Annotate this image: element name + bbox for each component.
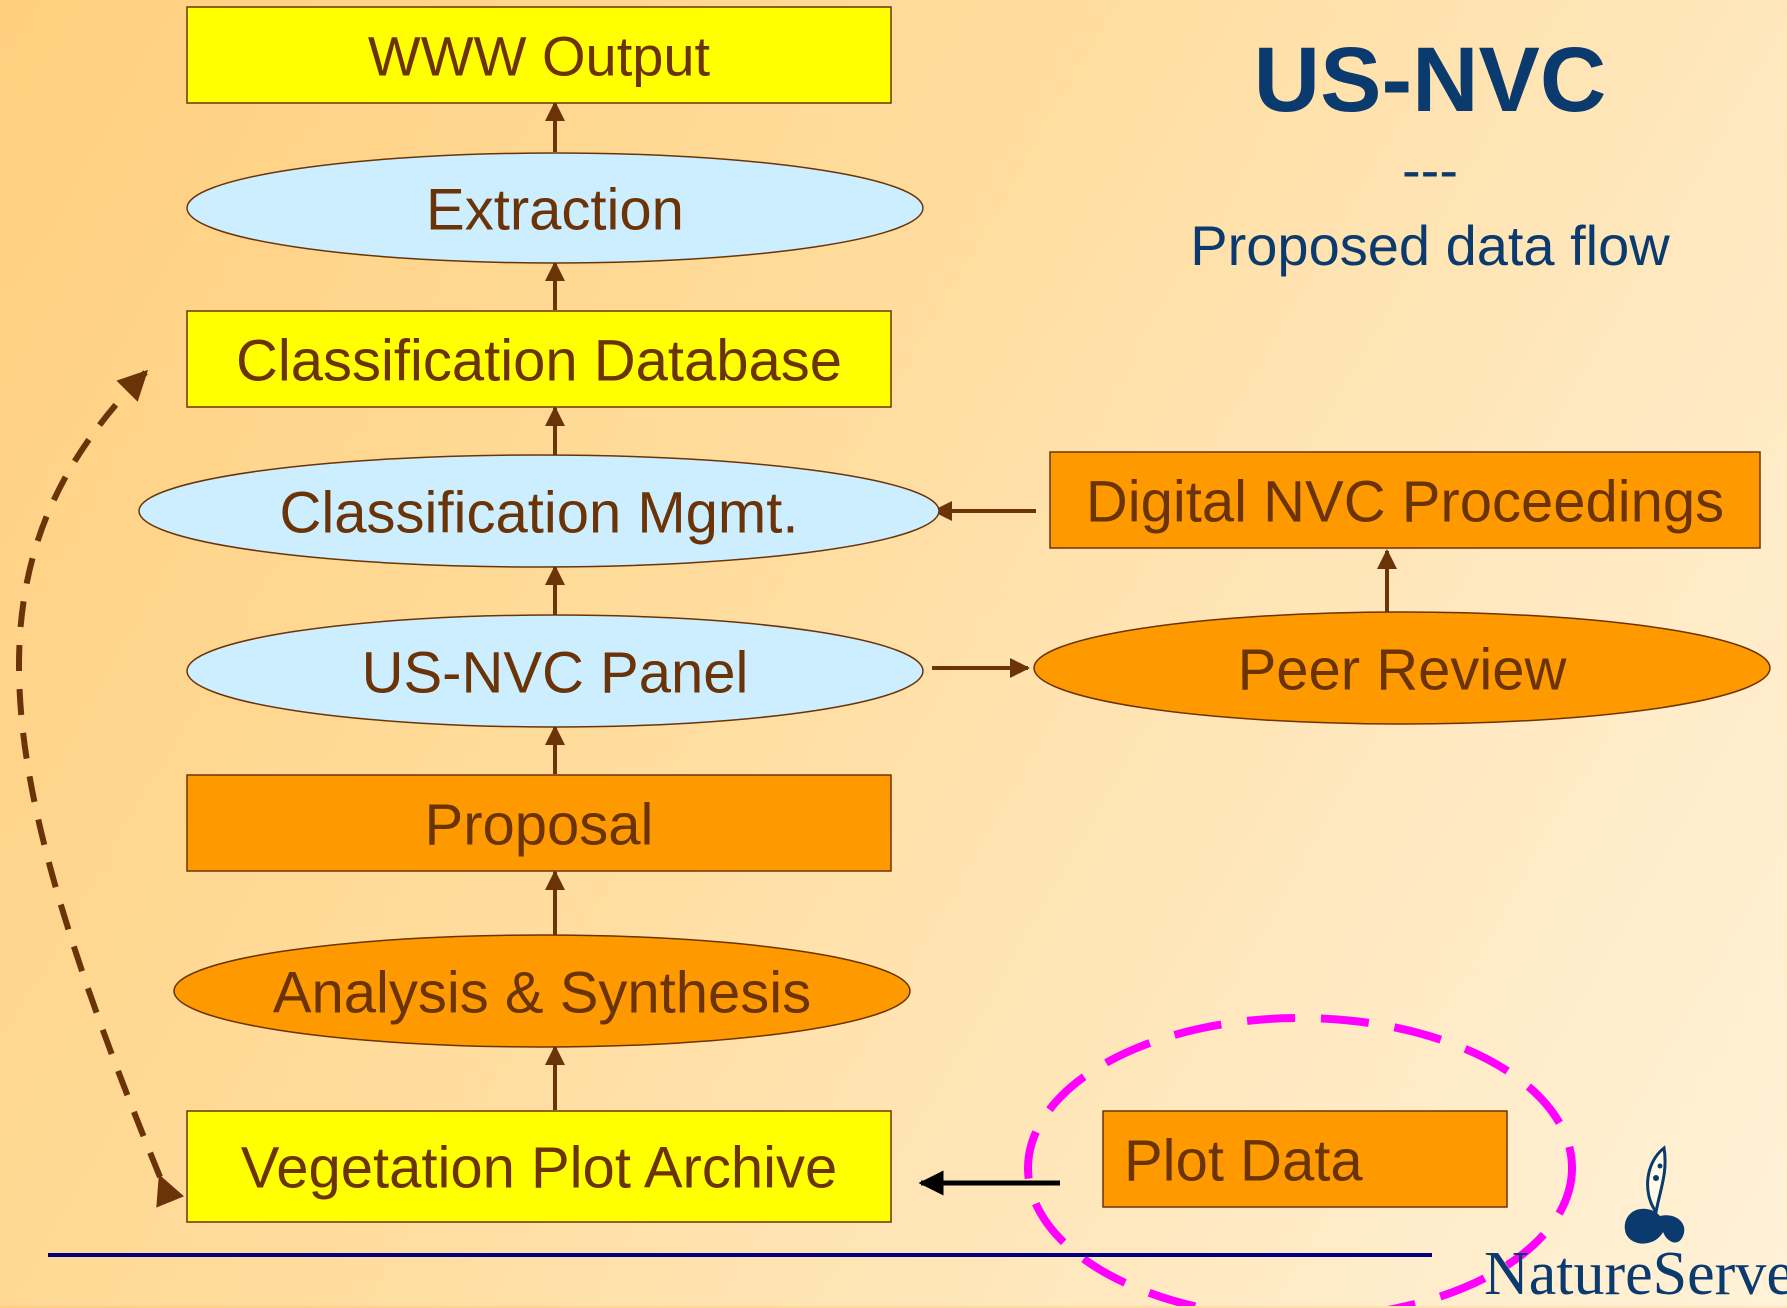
us-nvc-panel-ellipse — [186, 614, 924, 728]
classification-database-label: Classification Database — [236, 329, 842, 394]
plot-data-box — [1102, 1110, 1508, 1208]
page-title: US-NVC — [1253, 29, 1607, 131]
vegetation-plot-archive-box — [186, 1110, 892, 1223]
natureserve-logo: NatureServe — [1484, 1240, 1787, 1308]
us-nvc-panel-label: US-NVC Panel — [362, 641, 749, 706]
peer-review-ellipse — [1033, 611, 1771, 725]
proposal-box — [186, 774, 892, 872]
analysis-synthesis-label: Analysis & Synthesis — [273, 961, 811, 1026]
title-separator: --- — [1402, 138, 1458, 201]
extraction-ellipse — [186, 152, 924, 264]
page-subtitle: Proposed data flow — [1190, 214, 1670, 277]
digital-nvc-proceedings-box — [1049, 451, 1761, 549]
peer-review-label: Peer Review — [1238, 638, 1568, 703]
plot-data-highlight — [1024, 1014, 1576, 1306]
plot-data-label: Plot Data — [1124, 1129, 1363, 1194]
butterfly-icon — [1624, 1145, 1685, 1244]
vegetation-plot-archive-label: Vegetation Plot Archive — [241, 1136, 838, 1201]
www-output-box — [186, 6, 892, 104]
classification-database-box — [186, 310, 892, 408]
extraction-label: Extraction — [426, 178, 684, 243]
digital-nvc-proceedings-label: Digital NVC Proceedings — [1086, 470, 1724, 535]
classification-mgmt-ellipse — [138, 454, 940, 568]
proposal-label: Proposal — [425, 793, 654, 858]
classification-mgmt-label: Classification Mgmt. — [280, 481, 799, 546]
analysis-synthesis-ellipse — [173, 934, 911, 1048]
dashed-feedback-arrow — [16, 369, 185, 1208]
www-output-label: WWW Output — [368, 25, 711, 88]
